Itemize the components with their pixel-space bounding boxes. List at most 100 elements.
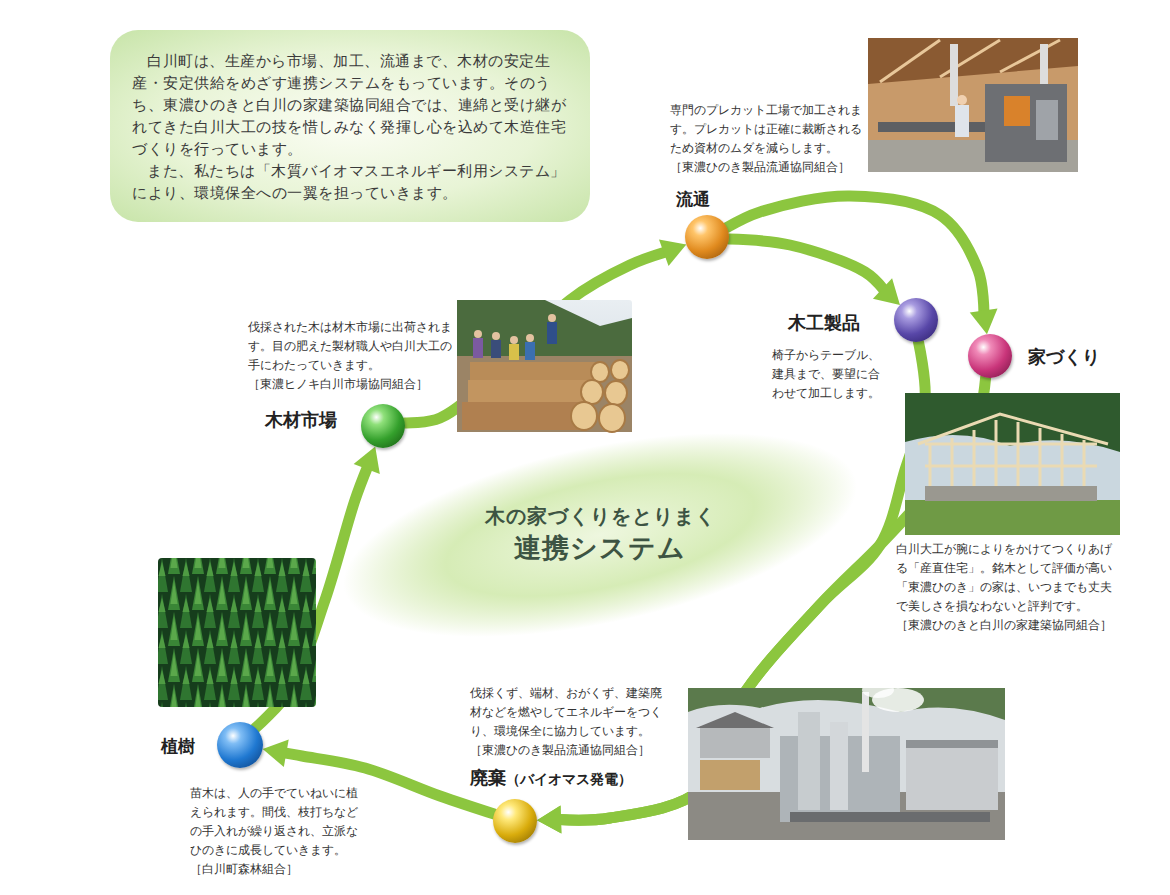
photo-detail	[905, 393, 1120, 452]
photo-detail	[929, 444, 932, 486]
flow-line	[729, 239, 884, 290]
stage-heading: 家づくり	[1028, 346, 1100, 367]
organization-name: ［東濃ひのき製品流通協同組合］	[670, 158, 866, 177]
photo-detail	[599, 404, 625, 432]
flow-arrow	[729, 239, 900, 305]
stage-heading: 植樹	[161, 736, 195, 756]
photo-detail	[973, 430, 976, 486]
stage-label: 家づくり	[1028, 345, 1100, 369]
photo-detail	[955, 105, 969, 137]
center-ellipse: 木の家づくりをとりまく連携システム	[320, 430, 880, 640]
stage-ball: 家づくり	[968, 334, 1012, 378]
photo-detail	[1000, 40, 1060, 72]
description-text: 椅子からテーブル、建具まで、要望に合わせて加工します。	[772, 346, 890, 403]
photo-detail	[462, 402, 580, 430]
arrow-head	[354, 447, 380, 474]
stage-label: 廃棄（バイオマス発電）	[470, 766, 632, 790]
stage-ball: 木工製品	[894, 298, 938, 342]
photo-detail	[905, 500, 1120, 535]
photo-detail	[906, 740, 998, 748]
photo-detail	[1039, 428, 1042, 486]
description-text: 苗木は、人の手でていねいに植えられます。間伐、枝打ちなどの手入れが繰り返され、立…	[190, 784, 362, 860]
photo-detail	[581, 380, 603, 404]
photo-detail	[526, 334, 534, 342]
forest-photo	[158, 558, 316, 707]
photo-detail	[1017, 422, 1020, 486]
stage-heading: 流通	[676, 189, 710, 209]
stage-label: 植樹	[161, 735, 195, 758]
intro-panel: 白川町は、生産から市場、加工、流通まで、木材の安定生産・安定供給をめざす連携シス…	[110, 30, 590, 222]
photo-detail	[611, 360, 629, 380]
organization-name: ［東濃ひのきと白川の家建築協同組合］	[896, 616, 1122, 635]
photo-detail	[571, 360, 629, 432]
stage-ball: 廃棄（バイオマス発電）	[493, 799, 537, 843]
arrow-head	[263, 739, 289, 767]
biomass-plant-photo	[688, 682, 1005, 840]
photo-detail	[1036, 100, 1058, 140]
organization-name: ［白川町森林組合］	[190, 860, 362, 879]
description-text: 白川大工が腕によりをかけてつくりあげる「産直住宅」。銘木として評価が高い「東濃ひ…	[896, 540, 1122, 616]
description-text: 専門のプレカット工場で加工されます。プレカットは正確に裁断されるため資材のムダを…	[670, 101, 866, 158]
stage-heading: 木材市場	[265, 409, 337, 430]
callout-block: 伐採された木は材木市場に出荷されます。目の肥えた製材職人や白川大工の手にわたって…	[248, 318, 455, 394]
photo-detail	[509, 344, 519, 360]
photo-detail	[925, 486, 1097, 501]
photo-detail	[862, 692, 869, 772]
photo-detail	[1083, 440, 1086, 486]
photo-detail	[548, 314, 556, 322]
photo-detail	[457, 356, 632, 432]
photo-detail	[951, 438, 954, 486]
photo-detail	[957, 95, 967, 105]
photo-detail	[905, 393, 1120, 535]
photo-detail	[700, 726, 770, 758]
photo-detail	[547, 322, 557, 344]
photo-detail	[510, 336, 518, 344]
stage-heading: 廃棄	[470, 767, 506, 788]
photo-detail	[985, 84, 1067, 162]
photo-detail	[798, 712, 820, 810]
photo-detail	[492, 332, 500, 340]
flow-arrow	[727, 196, 998, 334]
photo-detail	[700, 760, 760, 790]
stage-ball: 木材市場	[361, 404, 405, 448]
description-text: 伐採くず、端材、おがくず、建築廃材などを燃やしてエネルギーをつくり、環境保全に協…	[470, 684, 662, 741]
photo-detail	[906, 746, 998, 810]
photo-detail	[950, 44, 958, 106]
photo-detail	[473, 314, 557, 360]
stage-ball: 植樹	[217, 722, 263, 768]
photo-detail	[790, 812, 990, 822]
photo-detail	[918, 414, 1108, 444]
ellipse-text-box: 木の家づくりをとりまく連携システム	[320, 430, 880, 640]
photo-detail	[457, 300, 632, 432]
description-text: 伐採された木は材木市場に出荷されます。目の肥えた製材職人や白川大工の手にわたって…	[248, 318, 455, 375]
photo-detail	[918, 414, 1108, 486]
stage-label: 流通	[676, 188, 710, 211]
center-subtitle: 木の家づくりをとりまく	[485, 503, 716, 530]
photo-detail	[688, 688, 1005, 840]
callout-block: 伐採くず、端材、おがくず、建築廃材などを燃やしてエネルギーをつくり、環境保全に協…	[470, 684, 662, 760]
log-yard-photo	[457, 300, 632, 432]
stage-heading: 木工製品	[788, 312, 860, 333]
flow-line	[727, 196, 984, 312]
photo-detail	[1061, 434, 1064, 486]
photo-detail	[457, 300, 632, 362]
photo-detail	[1004, 96, 1030, 126]
organization-name: ［東濃ひのき製品流通協同組合］	[470, 741, 662, 760]
flow-arrow	[263, 739, 494, 814]
stage-ball: 流通	[685, 215, 729, 259]
ellipse-fill	[325, 430, 874, 640]
callout-block: 苗木は、人の手でていねいに植えられます。間伐、枝打ちなどの手入れが繰り返され、立…	[190, 784, 362, 879]
photo-detail	[468, 380, 590, 404]
photo-detail	[940, 40, 1000, 77]
photo-detail	[491, 340, 501, 358]
photo-detail	[862, 682, 894, 698]
photo-detail	[470, 362, 600, 382]
arrow-head	[873, 278, 900, 305]
photo-detail	[880, 40, 940, 82]
house-frame-photo	[905, 393, 1120, 535]
photo-detail	[696, 712, 774, 728]
stage-label: 木工製品	[788, 311, 860, 335]
photo-detail	[474, 330, 482, 338]
photo-detail	[868, 38, 1078, 172]
arrow-head	[970, 309, 998, 335]
